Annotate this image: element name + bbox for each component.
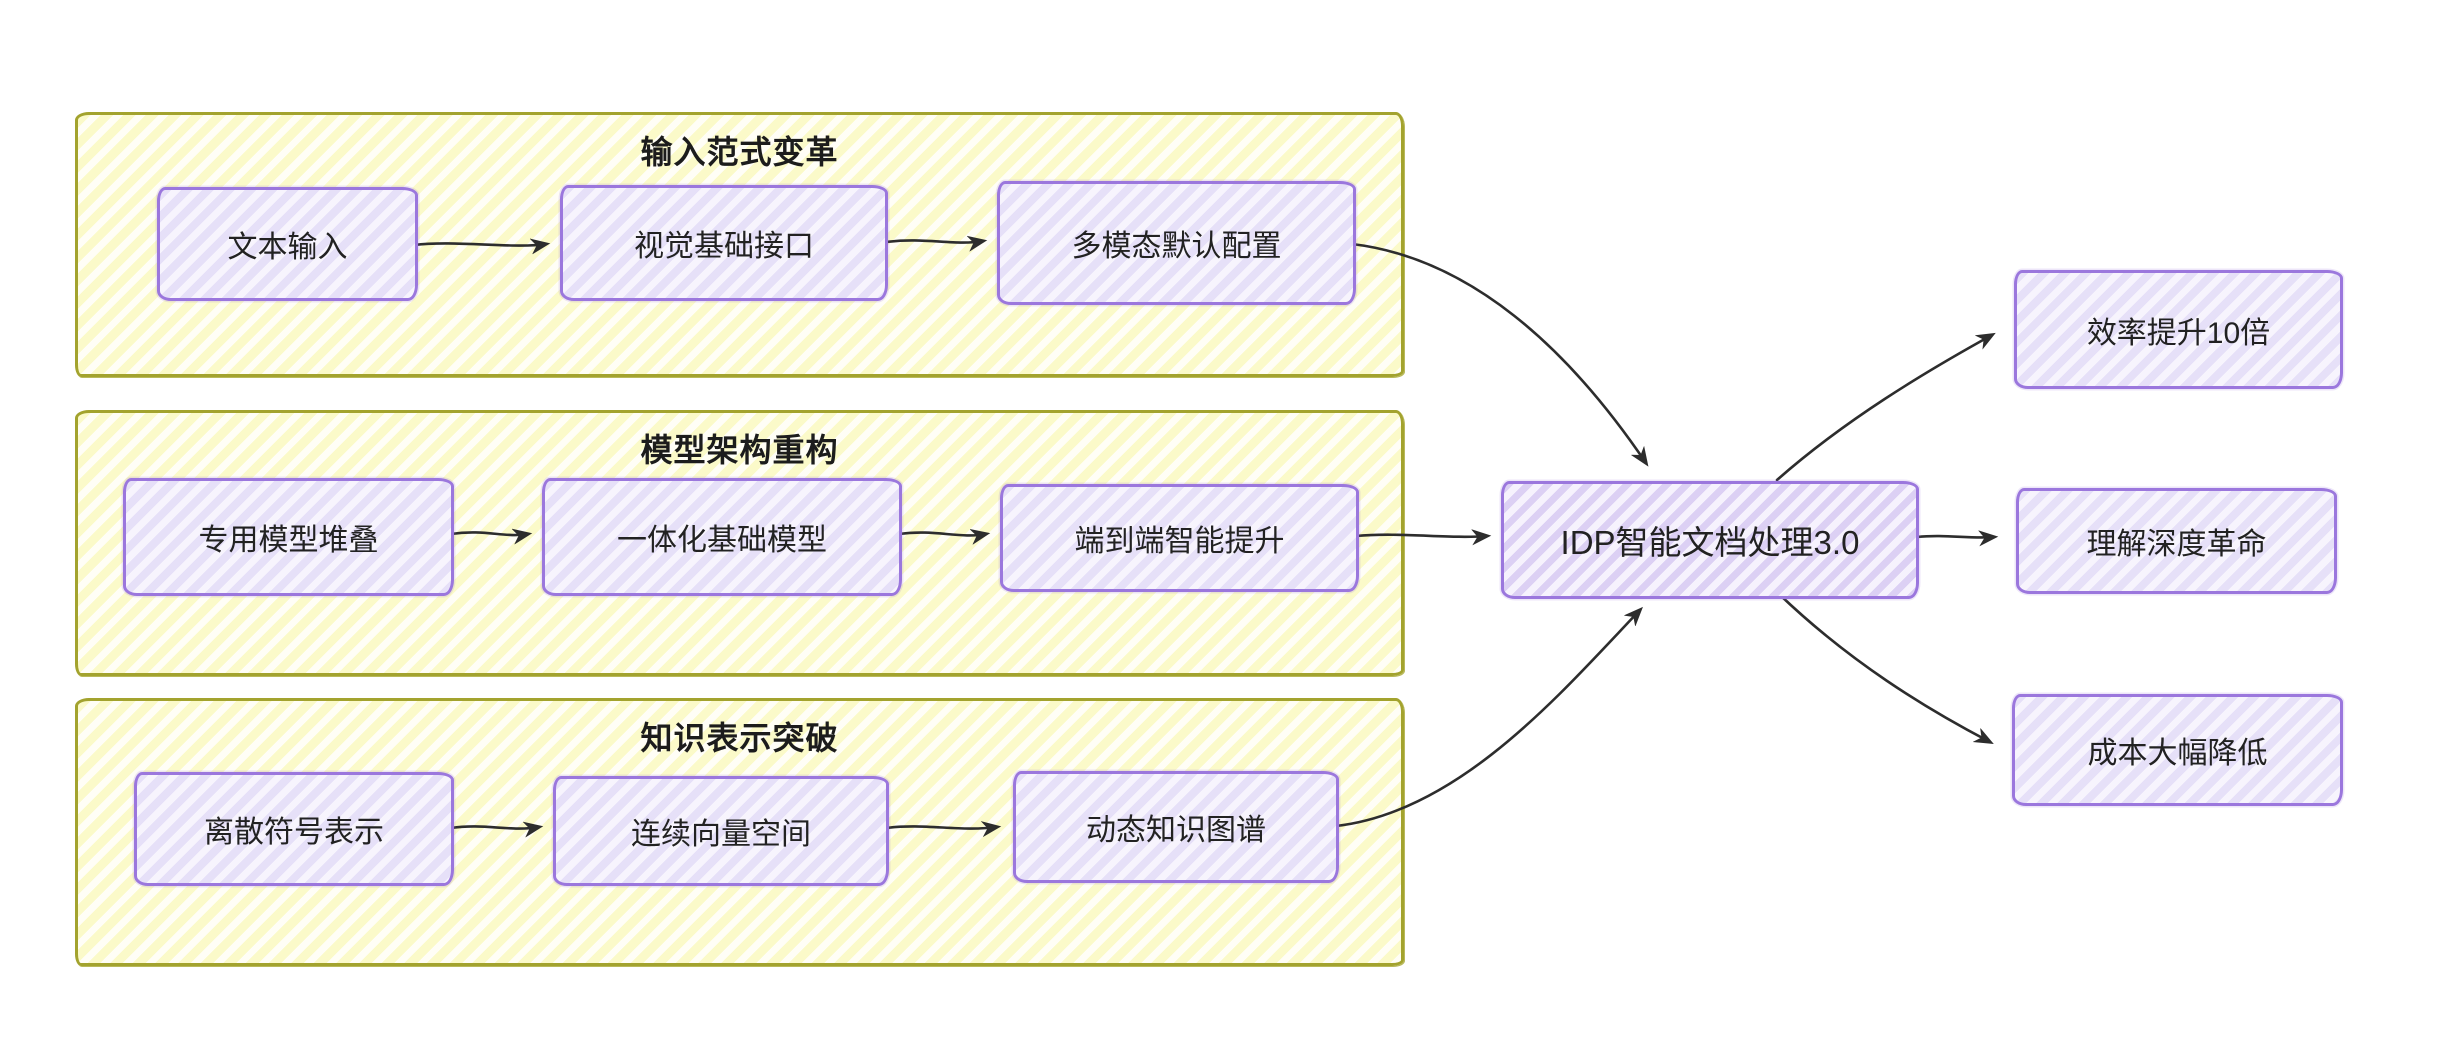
node-discrete-symbol-representation: 离散符号表示 bbox=[134, 772, 454, 886]
edge-idp-to-understanding bbox=[1915, 536, 1994, 537]
edge-idp-to-cost bbox=[1777, 592, 1990, 742]
node-end-to-end-intelligence: 端到端智能提升 bbox=[1000, 484, 1359, 592]
node-visual-foundation-interface: 视觉基础接口 bbox=[560, 185, 888, 301]
group-title: 输入范式变革 bbox=[640, 134, 839, 170]
node-dynamic-knowledge-graph: 动态知识图谱 bbox=[1013, 771, 1339, 883]
node-continuous-vector-space: 连续向量空间 bbox=[553, 776, 889, 886]
node-multimodal-default-config: 多模态默认配置 bbox=[997, 181, 1356, 305]
group-title: 模型架构重构 bbox=[640, 432, 839, 468]
node-cost-reduction: 成本大幅降低 bbox=[2012, 694, 2343, 806]
node-specialized-model-stack: 专用模型堆叠 bbox=[123, 478, 454, 596]
node-understanding-depth-revolution: 理解深度革命 bbox=[2016, 488, 2337, 594]
group-title: 知识表示突破 bbox=[640, 720, 839, 756]
node-unified-foundation-model: 一体化基础模型 bbox=[542, 478, 902, 596]
node-efficiency-10x: 效率提升10倍 bbox=[2014, 270, 2343, 389]
node-idp-center: IDP智能文档处理3.0 bbox=[1501, 481, 1919, 599]
node-text-input: 文本输入 bbox=[157, 187, 418, 301]
edge-idp-to-efficiency bbox=[1775, 335, 1992, 482]
